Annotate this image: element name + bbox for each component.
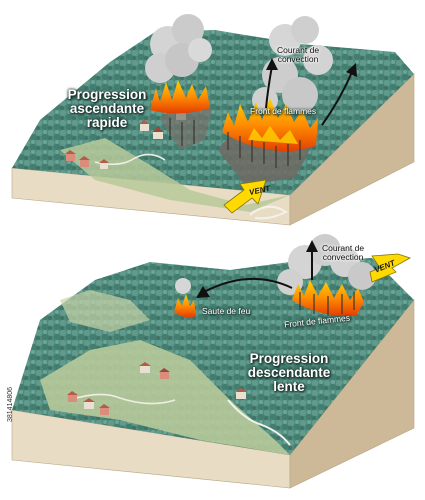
top-road: [249, 205, 288, 220]
bottom-jump-arrow: [196, 278, 293, 298]
side-id-text: 381414806: [7, 386, 14, 422]
top-fire-front: [222, 98, 318, 152]
top-convection-line1: Courant de: [277, 45, 320, 55]
bottom-village: [67, 362, 247, 415]
bottom-title-line1: Progression: [249, 351, 329, 366]
top-burnt-trees: [169, 118, 301, 168]
bottom-convection-line1: Courant de: [322, 243, 365, 253]
top-terrain-block: [11, 14, 415, 226]
top-valley-meadow: [60, 138, 290, 212]
top-fire-upper: [150, 80, 210, 114]
bottom-wind-arrow: [369, 253, 411, 283]
bottom-fields: [60, 290, 150, 332]
bottom-convection-arrow: [306, 240, 318, 280]
bottom-valley-meadow: [40, 340, 290, 455]
bottom-convection-line2: convection: [322, 251, 364, 262]
top-title-line3: rapide: [86, 115, 128, 131]
bottom-road: [227, 399, 291, 446]
top-road-2: [94, 153, 166, 166]
bottom-title-line3: lente: [273, 379, 305, 395]
top-convection-arrows: [265, 58, 357, 126]
bottom-spot-fire: [174, 294, 196, 318]
top-flame-front-label: Front de flammes: [250, 106, 317, 116]
bottom-road-2: [69, 393, 176, 405]
top-title-line2: ascendante: [69, 101, 145, 117]
bottom-title-line2: descendante: [247, 365, 331, 381]
top-panel-title: Progression ascendante rapide: [62, 87, 152, 131]
bottom-terrain-block: [11, 234, 415, 489]
top-convection-line2: convection: [277, 53, 319, 64]
bottom-panel-title: Progression descendante lente: [244, 351, 334, 395]
top-smoke-right: [252, 16, 333, 113]
top-wind-arrow: [223, 179, 267, 214]
bottom-convection-label: Courant de convection: [322, 244, 364, 262]
top-convection-label: Courant de convection: [277, 46, 319, 64]
bottom-burnt-trees: [299, 292, 355, 316]
top-title-line1: Progression: [67, 87, 147, 102]
spot-fire-label: Saute de feu: [202, 306, 251, 316]
top-smoke-left: [145, 14, 212, 83]
